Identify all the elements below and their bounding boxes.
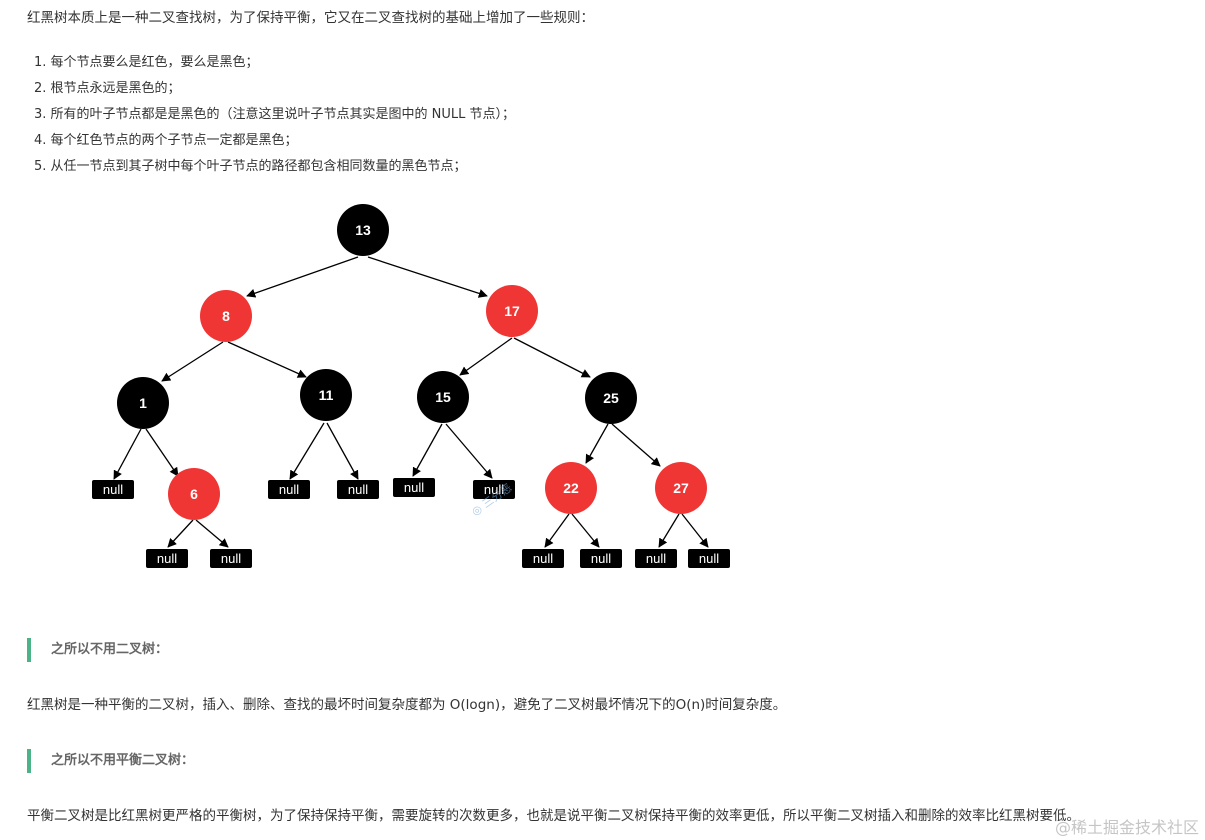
tree-node-27: 27 (655, 462, 707, 514)
edge (544, 513, 570, 548)
null-leaf: null (210, 549, 252, 568)
tree-node-22: 22 (545, 462, 597, 514)
tree-edges (113, 256, 709, 548)
tree-node-8: 8 (200, 290, 252, 342)
null-leaf: null (522, 549, 564, 568)
node-label: 25 (603, 390, 619, 406)
section-paragraph-avl-tree: 平衡二叉树是比红黑树更严格的平衡树，为了保持保持平衡，需要旋转的次数更多，也就是… (27, 808, 1080, 824)
tree-node-11: 11 (300, 369, 352, 421)
null-label: null (591, 551, 611, 566)
edge (246, 256, 359, 298)
tree-node-25: 25 (585, 372, 637, 424)
edge (571, 513, 600, 548)
null-leaf: null (473, 480, 515, 499)
red-black-tree-diagram: 13 8 17 1 11 15 25 6 (92, 204, 730, 568)
null-label: null (484, 482, 504, 497)
null-label: null (221, 551, 241, 566)
tree-node-13: 13 (337, 204, 389, 256)
section-paragraph-binary-tree: 红黑树是一种平衡的二叉树，插入、删除、查找的最坏时间复杂度都为 O(logn)，… (27, 697, 787, 713)
edge (585, 423, 609, 464)
null-label: null (699, 551, 719, 566)
tree-node-17: 17 (486, 285, 538, 337)
null-label: null (646, 551, 666, 566)
edge (412, 423, 443, 477)
null-label: null (157, 551, 177, 566)
rule-item: 1. 每个节点要么是红色，要么是黑色； (34, 55, 259, 70)
rule-item: 5. 从任一节点到其子树中每个叶子节点的路径都包含相同数量的黑色节点； (34, 159, 467, 174)
node-label: 8 (222, 308, 230, 324)
section-heading-text: 之所以不用平衡二叉树： (51, 753, 195, 768)
node-label: 11 (319, 387, 334, 403)
edge (145, 428, 179, 477)
edge (611, 423, 661, 467)
edge (326, 422, 359, 480)
null-leaf: null (337, 480, 379, 499)
edge (459, 337, 513, 376)
null-label: null (348, 482, 368, 497)
edge (445, 423, 493, 479)
edge (167, 519, 194, 548)
edge (658, 513, 680, 548)
null-label: null (404, 480, 424, 495)
null-label: null (279, 482, 299, 497)
site-watermark: @稀土掘金技术社区 (1054, 818, 1199, 837)
null-leaf: null (580, 549, 622, 568)
tree-node-1: 1 (117, 377, 169, 429)
node-label: 15 (435, 389, 451, 405)
section-heading-text: 之所以不用二叉树： (51, 642, 169, 657)
rules-list: 1. 每个节点要么是红色，要么是黑色； 2. 根节点永远是黑色的； 3. 所有的… (34, 50, 515, 180)
tree-node-6: 6 (168, 468, 220, 520)
null-label: null (533, 551, 553, 566)
node-label: 17 (504, 303, 520, 319)
edge (367, 256, 488, 298)
node-label: 13 (355, 222, 371, 238)
null-leaf: null (688, 549, 730, 568)
node-label: 22 (563, 480, 579, 496)
edge (513, 337, 591, 378)
edge (289, 422, 325, 480)
null-leaf: null (268, 480, 310, 499)
edge (227, 341, 307, 378)
tree-nodes: 13 8 17 1 11 15 25 6 (117, 204, 707, 520)
edge (161, 341, 224, 382)
section-heading-avl-tree: 之所以不用平衡二叉树： (27, 749, 194, 773)
null-leaf: null (146, 549, 188, 568)
node-label: 27 (673, 480, 689, 496)
null-leaves: null null null null null null null null (92, 478, 730, 568)
null-leaf: null (393, 478, 435, 497)
rule-item: 4. 每个红色节点的两个子节点一定都是黑色； (34, 133, 298, 148)
rule-item: 2. 根节点永远是黑色的； (34, 81, 181, 96)
tree-node-15: 15 (417, 371, 469, 423)
null-label: null (103, 482, 123, 497)
section-heading-binary-tree: 之所以不用二叉树： (27, 638, 168, 662)
null-leaf: null (635, 549, 677, 568)
edge (681, 513, 709, 548)
node-label: 6 (190, 486, 198, 502)
edge (195, 519, 229, 548)
null-leaf: null (92, 480, 134, 499)
rule-item: 3. 所有的叶子节点都是是黑色的（注意这里说叶子节点其实是图中的 NULL 节点… (34, 107, 516, 122)
edge (113, 428, 142, 480)
intro-paragraph: 红黑树本质上是一种二叉查找树，为了保持平衡，它又在二叉查找树的基础上增加了一些规… (27, 10, 594, 26)
node-label: 1 (139, 395, 147, 411)
